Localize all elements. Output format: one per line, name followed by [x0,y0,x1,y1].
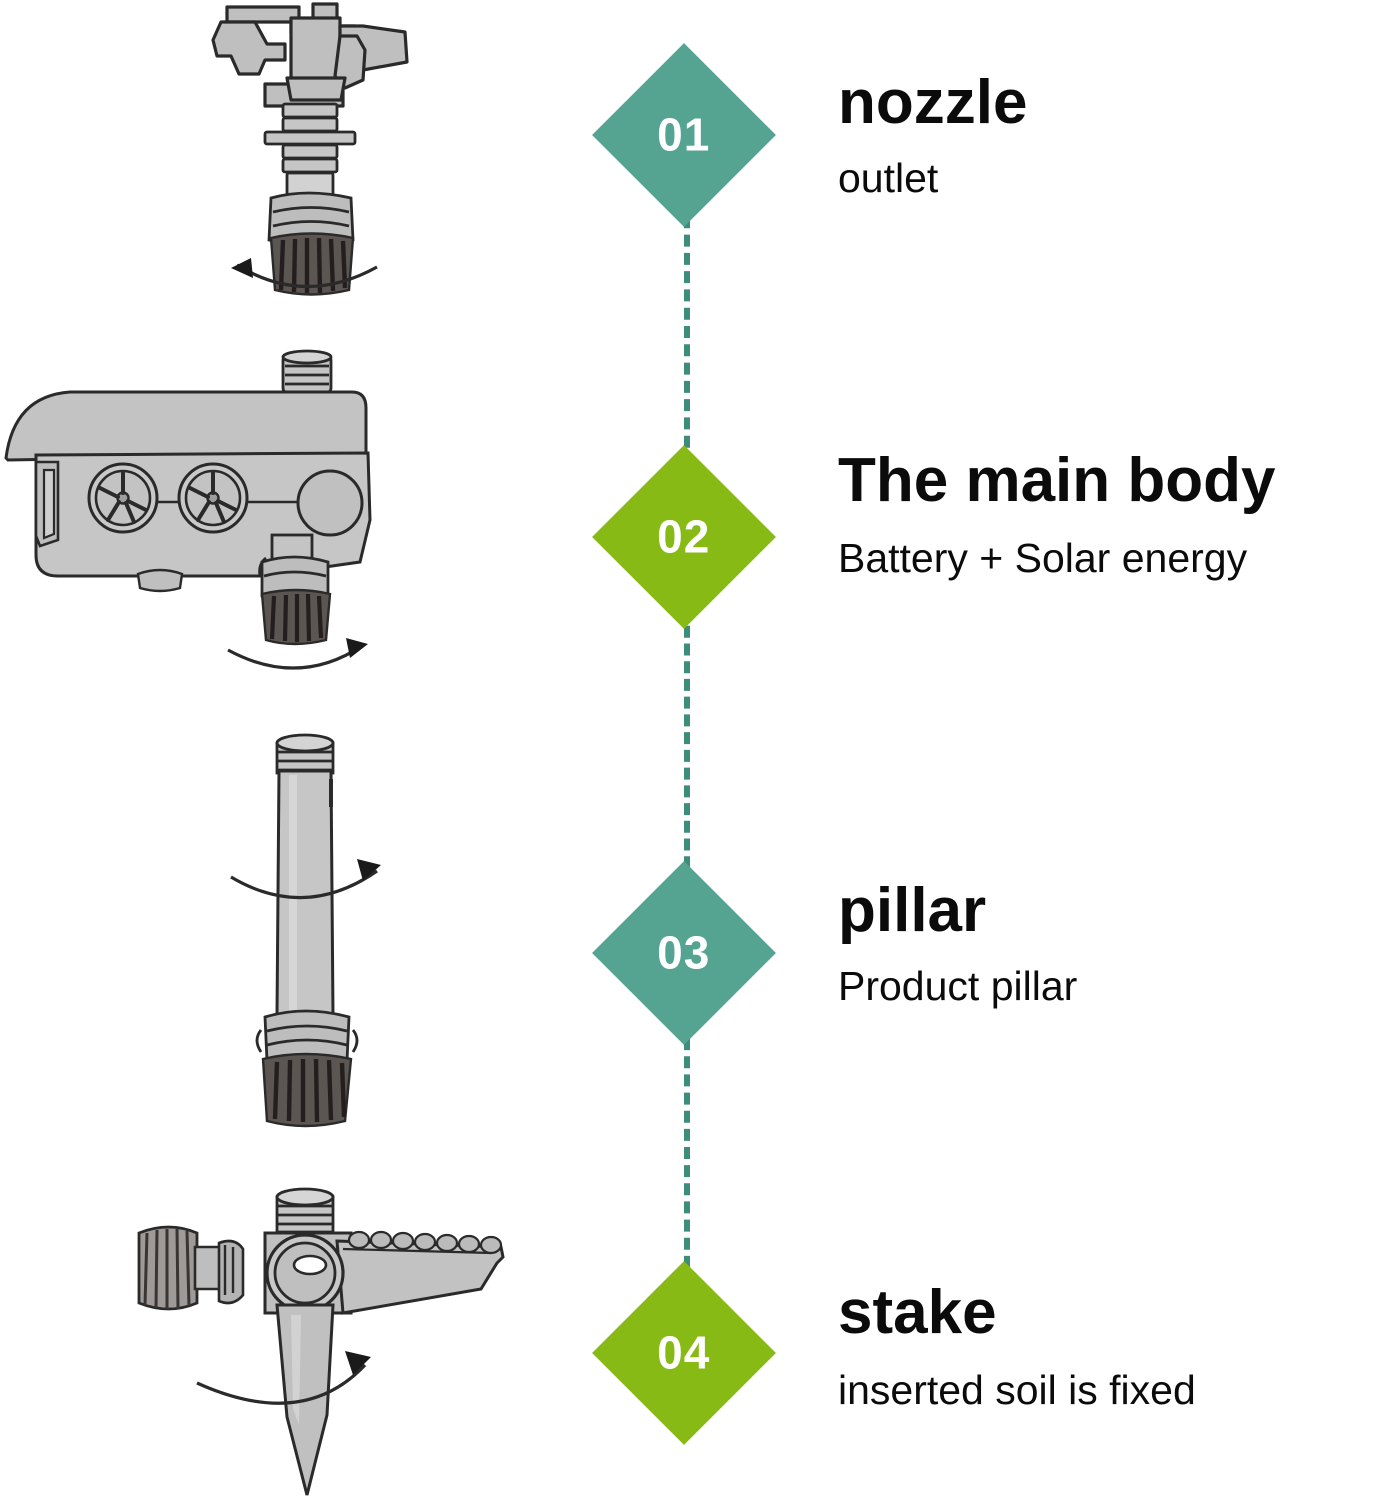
connector-line-03-04 [684,1020,690,1286]
connector-line-01-02 [684,198,690,466]
step-number-01: 01 [657,108,711,161]
hose-adapter-part [137,1225,245,1311]
illustration-pillar [205,725,425,1140]
step-number-04: 04 [657,1326,711,1379]
rotation-arrow-icon [230,859,381,900]
step-subtitle-03: Product pillar [838,963,1078,1009]
step-number-03: 03 [657,926,711,979]
rotation-arrow-icon [227,638,368,670]
rotation-arrow-icon [196,1351,371,1405]
step-title-01: nozzle [838,68,1028,137]
step-subtitle-04: inserted soil is fixed [838,1367,1196,1413]
step-marker-01[interactable]: 01 [592,43,776,227]
step-marker-04[interactable]: 04 [592,1261,776,1445]
step-marker-03[interactable]: 03 [592,861,776,1045]
step-title-03: pillar [838,876,987,945]
sensor-dial-icon-left [87,462,159,534]
step-marker-02[interactable]: 02 [592,445,776,629]
step-subtitle-02: Battery + Solar energy [838,535,1248,581]
step-title-04: stake [838,1278,997,1347]
sensor-dial-icon-right [177,462,249,534]
illustration-stake [105,1185,525,1500]
illustration-nozzle [195,0,465,310]
step-subtitle-01: outlet [838,155,939,201]
step-title-02: The main body [838,446,1276,515]
pivot-ring-icon [265,1233,345,1313]
step-number-02: 02 [657,510,711,563]
connector-line-02-03 [684,608,690,886]
illustration-main-body [0,349,420,680]
rotation-arrow-icon [231,258,378,289]
